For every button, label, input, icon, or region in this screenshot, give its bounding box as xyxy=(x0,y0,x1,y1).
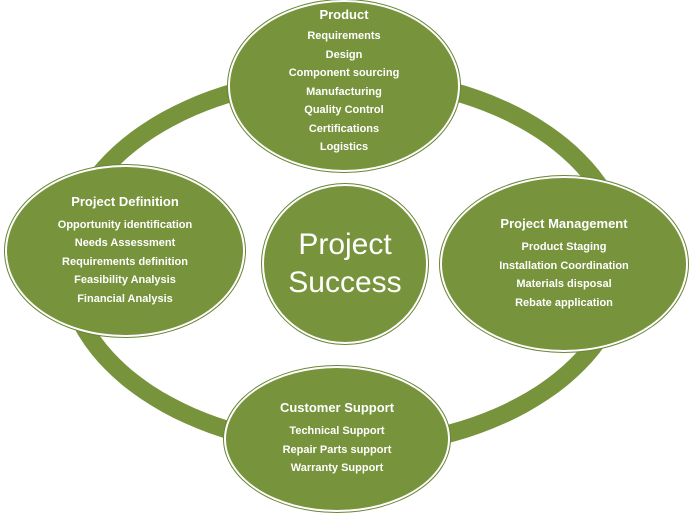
customer-support-item: Technical Support xyxy=(289,425,385,438)
project-definition-item: Financial Analysis xyxy=(77,292,173,305)
project-management-item: Rebate application xyxy=(515,296,613,309)
product-node: Product Requirements Design Component so… xyxy=(228,0,460,172)
project-management-node: Project Management Product Staging Insta… xyxy=(440,176,688,352)
project-management-item: Materials disposal xyxy=(516,278,612,290)
product-item: Logistics xyxy=(319,141,369,154)
customer-support-title: Customer Support xyxy=(279,400,395,416)
project-definition-items: Opportunity identification Needs Assessm… xyxy=(58,216,192,309)
product-item: Quality Control xyxy=(304,104,384,117)
project-management-title: Project Management xyxy=(500,216,628,231)
project-management-items: Product Staging Installation Coordinatio… xyxy=(499,238,629,312)
product-item: Requirements xyxy=(307,30,381,43)
product-items: Requirements Design Component sourcing M… xyxy=(289,27,400,157)
customer-support-items: Technical Support Repair Parts support W… xyxy=(283,422,392,478)
center-label-line2: Success xyxy=(288,266,402,299)
project-definition-title: Project Definition xyxy=(71,193,179,209)
product-title: Product xyxy=(319,7,369,23)
center-node: Project Success xyxy=(262,184,428,344)
center-label-line1: Project xyxy=(298,228,392,261)
product-item: Component sourcing xyxy=(288,67,400,80)
customer-support-node: Customer Support Technical Support Repai… xyxy=(224,366,450,512)
product-item: Certifications xyxy=(308,122,380,135)
project-management-item: Installation Coordination xyxy=(499,259,629,272)
project-definition-item: Feasibility Analysis xyxy=(74,274,176,287)
customer-support-item: Repair Parts support xyxy=(282,443,392,456)
project-definition-item: Needs Assessment xyxy=(74,237,176,250)
project-definition-item: Requirements definition xyxy=(62,255,188,268)
customer-support-item: Warranty Support xyxy=(290,462,384,475)
project-definition-item: Opportunity identification xyxy=(57,218,193,231)
product-item: Design xyxy=(325,48,363,61)
project-definition-node: Project Definition Opportunity identific… xyxy=(5,165,245,337)
project-management-item: Product Staging xyxy=(521,241,607,253)
product-item: Manufacturing xyxy=(306,85,382,98)
